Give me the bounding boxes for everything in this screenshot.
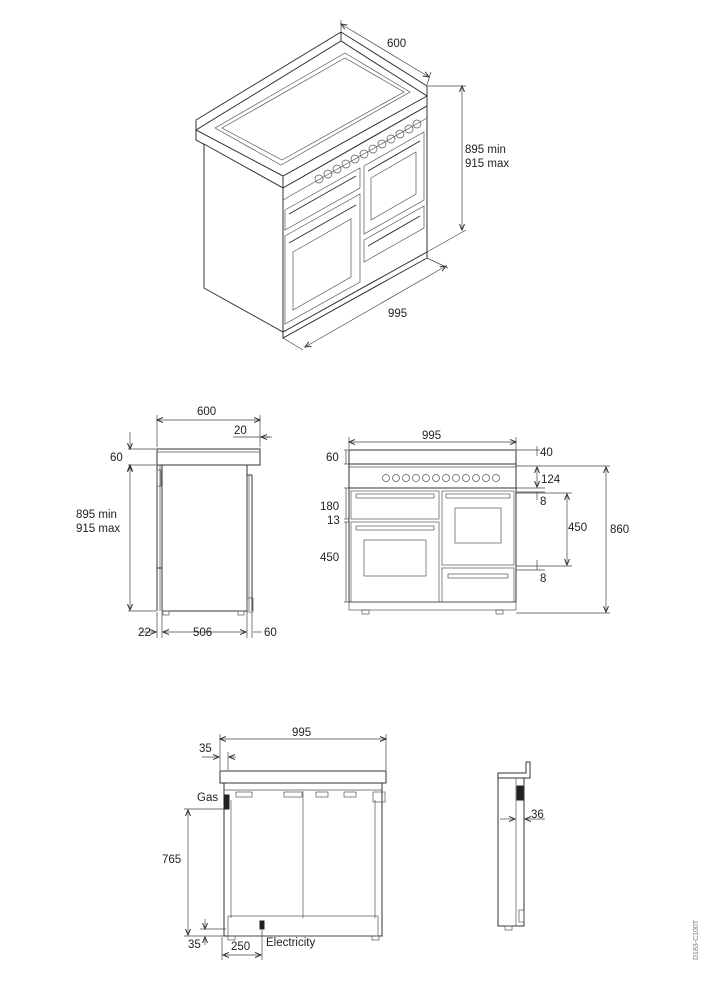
iso-knobs [314,119,422,184]
rear-offset-label: 35 [199,743,212,755]
front-view: 995 60 40 124 8 180 13 450 450 8 860 [320,430,629,615]
profile-view: 36 [497,761,545,931]
iso-height-min-label: 895 min [465,144,506,156]
side-right-label: 60 [264,627,277,639]
side-overhang-label: 20 [234,425,247,437]
front-top-left-label: 60 [326,452,339,464]
side-depth-label: 600 [197,406,216,418]
front-spacer-label: 13 [327,515,340,527]
iso-height-max-label: 915 max [465,158,509,170]
side-view: 600 20 60 895 min 915 max 22 506 60 [76,406,277,639]
side-left-label: 22 [138,627,151,639]
iso-depth-label: 600 [387,38,406,50]
front-total-label: 860 [610,524,629,536]
front-gap-b-label: 8 [540,573,546,585]
side-body-label: 506 [193,627,212,639]
front-oven-right-label: 450 [568,522,587,534]
side-height-max-label: 915 max [76,523,120,535]
drawing-code: D183-C100T [693,919,700,960]
front-knobs [382,474,500,482]
rear-bottom-offset-label: 35 [188,939,201,951]
side-height-min-label: 895 min [76,509,117,521]
front-gap-a-label: 8 [540,496,546,508]
side-top-label: 60 [110,452,123,464]
profile-depth-label: 36 [531,809,544,821]
iso-width-label: 995 [388,308,407,320]
rear-elec-offset-label: 250 [231,941,250,953]
front-door-top-label: 180 [320,501,339,513]
rear-gas-height-label: 765 [162,854,181,866]
front-panel-label: 124 [541,474,561,486]
rear-elec-label: Electricity [266,937,315,949]
isometric-view: 600 895 min 915 max 995 [194,20,509,351]
rear-view: 995 35 Gas 765 35 250 Electricity [162,727,386,960]
front-door-bottom-label: 450 [320,552,339,564]
rear-width-label: 995 [292,727,311,739]
front-width-label: 995 [422,430,441,442]
rear-gas-label: Gas [197,792,218,804]
front-top-right-label: 40 [540,447,553,459]
